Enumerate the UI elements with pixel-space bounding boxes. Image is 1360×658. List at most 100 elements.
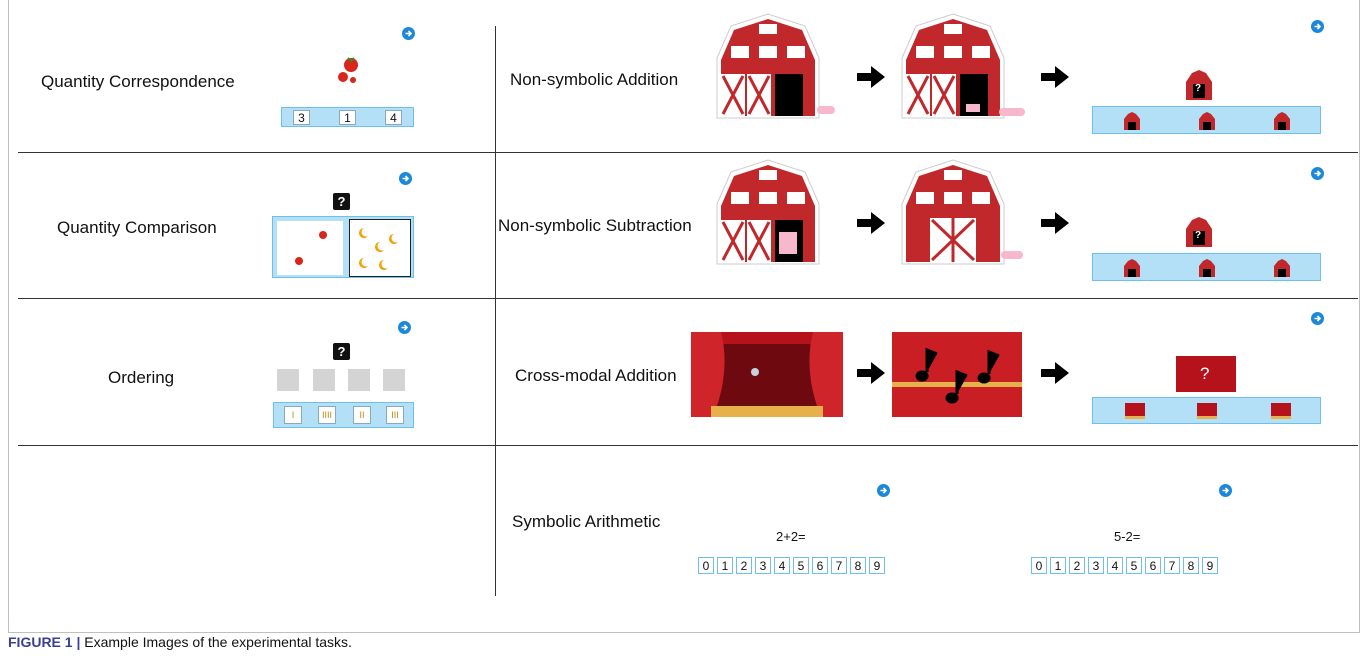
mystery-barn: ? [1184,217,1214,247]
barn-option-icon[interactable] [1198,112,1216,130]
stage-option-icon[interactable] [1197,403,1217,419]
barn-option-icon[interactable] [1123,259,1141,277]
option-card[interactable]: IIII [318,406,336,424]
barn-icon [901,13,1005,119]
right-arrow-icon [1041,212,1069,234]
caption-prefix: FIGURE 1 | [8,634,81,650]
answer-bar: I IIII II III [273,402,414,428]
option-3[interactable]: 3 [293,110,310,125]
barn-icon [716,159,820,265]
task-label-ordering: Ordering [108,368,175,387]
mystery-stage: ? [1176,356,1236,392]
option-4[interactable]: 4 [385,110,402,125]
number-option-5[interactable]: 5 [1126,557,1142,574]
barn-option-icon[interactable] [1273,112,1291,130]
option-card[interactable]: II [353,406,371,424]
number-option-0[interactable]: 0 [1031,557,1047,574]
number-option-7[interactable]: 7 [1164,557,1180,574]
number-option-5[interactable]: 5 [793,557,809,574]
next-arrow-icon[interactable] [1311,167,1324,180]
task-label-symbolic-arithmetic: Symbolic Arithmetic [512,512,661,531]
right-choice-box[interactable] [349,219,411,277]
option-card[interactable]: III [386,406,404,424]
next-arrow-icon[interactable] [1311,20,1324,33]
number-option-1[interactable]: 1 [717,557,733,574]
left-choice-box[interactable] [277,221,343,275]
column-divider [495,26,496,596]
next-arrow-icon[interactable] [1311,312,1324,325]
question-mark: ? [1195,83,1202,94]
number-option-8[interactable]: 8 [850,557,866,574]
number-option-2[interactable]: 2 [736,557,752,574]
empty-slot [313,369,335,391]
number-option-9[interactable]: 9 [1202,557,1218,574]
barn-option-icon[interactable] [1123,112,1141,130]
next-arrow-icon[interactable] [402,27,415,40]
next-arrow-icon[interactable] [399,172,412,185]
row-divider [18,298,1358,299]
right-arrow-icon [857,212,885,234]
number-option-0[interactable]: 0 [698,557,714,574]
stage-curtain-image [691,332,843,417]
barn-option-icon[interactable] [1198,259,1216,277]
barn-icon [716,13,820,119]
strawberries-icon [338,57,358,83]
number-option-4[interactable]: 4 [774,557,790,574]
right-arrow-icon [857,362,885,384]
barn-option-icon[interactable] [1273,259,1291,277]
option-card[interactable]: I [284,406,302,424]
task-label-cross-modal-addition: Cross-modal Addition [515,366,677,385]
answer-bar [1092,397,1321,424]
number-option-9[interactable]: 9 [869,557,885,574]
caption-text: Example Images of the experimental tasks… [80,634,352,650]
next-arrow-icon[interactable] [1219,484,1232,497]
question-mark-icon: ? [333,193,350,210]
right-arrow-icon [1041,362,1069,384]
row-divider [18,152,1358,153]
question-mark: ? [1200,364,1210,383]
answer-bar: 3 1 4 [281,107,414,127]
row-divider [18,445,1358,446]
empty-slot [383,369,405,391]
answer-bar [1092,106,1321,134]
next-arrow-icon[interactable] [398,321,411,334]
empty-slot [277,369,299,391]
number-option-8[interactable]: 8 [1183,557,1199,574]
right-arrow-icon [1041,66,1069,88]
empty-slot [348,369,370,391]
stage-option-icon[interactable] [1125,403,1145,419]
pigs-icon [1001,251,1023,259]
task-label-non-symbolic-addition: Non-symbolic Addition [510,70,679,89]
music-curtain-image [892,332,1022,417]
task-label-quantity-correspondence: Quantity Correspondence [41,72,235,91]
question-mark: ? [1195,230,1202,241]
number-option-4[interactable]: 4 [1107,557,1123,574]
mystery-barn: ? [1184,70,1214,100]
pigs-icon [999,108,1025,116]
problem-expression: 2+2= [776,529,806,544]
right-arrow-icon [857,66,885,88]
tally-label: IIII [321,410,332,420]
option-1[interactable]: 1 [339,110,356,125]
figure-panel: Quantity Correspondence 3 1 4 Quantity C… [8,0,1360,633]
comparison-panel [272,216,414,278]
stage-option-icon[interactable] [1271,403,1291,419]
number-option-6[interactable]: 6 [1145,557,1161,574]
next-arrow-icon[interactable] [877,484,890,497]
tally-label: II [359,410,365,420]
number-option-3[interactable]: 3 [755,557,771,574]
number-option-2[interactable]: 2 [1069,557,1085,574]
number-option-3[interactable]: 3 [1088,557,1104,574]
number-option-1[interactable]: 1 [1050,557,1066,574]
answer-bar [1092,253,1321,281]
number-option-6[interactable]: 6 [812,557,828,574]
number-option-7[interactable]: 7 [831,557,847,574]
pigs-icon [817,106,835,114]
question-mark-icon: ? [333,343,350,360]
task-label-quantity-comparison: Quantity Comparison [57,218,217,237]
barn-icon [901,159,1005,265]
tally-label: I [291,410,295,420]
figure-caption: FIGURE 1 | Example Images of the experim… [8,634,352,650]
